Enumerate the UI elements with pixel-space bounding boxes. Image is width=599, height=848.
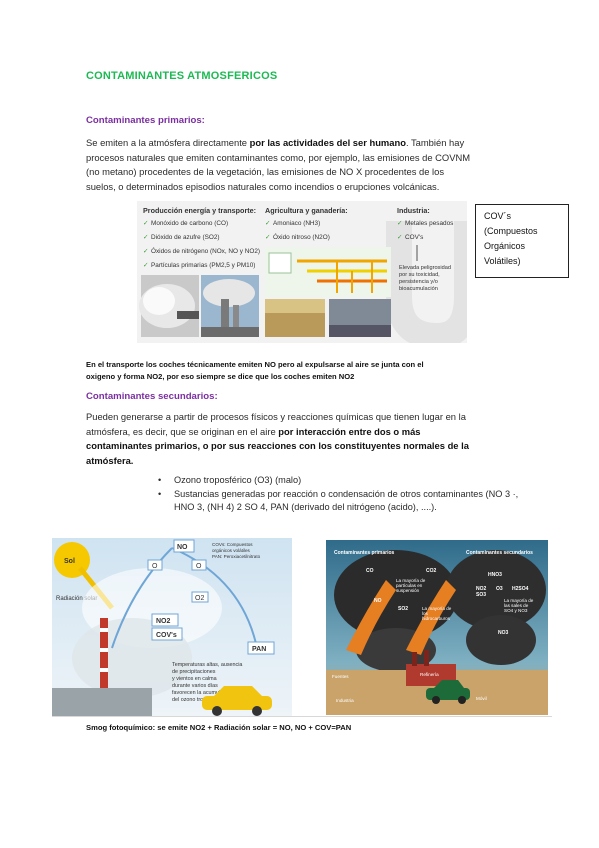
smog-formation-figure: Sol Radiación solar NO O O O2 NO2 COV's … bbox=[52, 538, 292, 716]
svg-text:✓: ✓ bbox=[397, 220, 402, 227]
svg-text:✓: ✓ bbox=[143, 234, 148, 241]
svg-text:H2SO4: H2SO4 bbox=[512, 586, 529, 592]
col1-item: Monóxido de carbono (CO) bbox=[151, 220, 228, 227]
secondary-heading: Contaminantes secundarios: bbox=[86, 391, 218, 402]
svg-text:y vientos en calma: y vientos en calma bbox=[172, 676, 217, 682]
no-label: NO bbox=[177, 544, 188, 551]
svg-text:O2: O2 bbox=[195, 595, 204, 602]
svg-text:NO3: NO3 bbox=[498, 630, 509, 636]
svg-text:✓: ✓ bbox=[265, 220, 270, 227]
svg-text:las sales de: las sales de bbox=[504, 603, 529, 608]
svg-text:SO4 y NO3: SO4 y NO3 bbox=[504, 608, 528, 613]
svg-text:Contaminantes primarios: Contaminantes primarios bbox=[334, 550, 395, 556]
list-item: Ozono troposférico (O3) (malo) bbox=[158, 474, 538, 488]
pollutants-figure: Contaminantes primarios Contaminantes se… bbox=[326, 540, 548, 715]
col3-item: COV's bbox=[405, 234, 423, 241]
svg-text:durante varios días: durante varios días bbox=[172, 683, 218, 689]
col2-item: Óxido nitroso (N2O) bbox=[273, 232, 330, 241]
svg-text:CO: CO bbox=[366, 568, 374, 574]
col2-title: Agricultura y ganadería: bbox=[265, 206, 348, 215]
transport-note: En el transporte los coches técnicamente… bbox=[86, 360, 424, 381]
car-icon bbox=[426, 680, 470, 704]
svg-text:Temperaturas altas, ausencia: Temperaturas altas, ausencia bbox=[172, 662, 242, 668]
primary-line-3: (no metano) procedentes de la vegetación… bbox=[86, 166, 445, 177]
agriculture-diagram bbox=[265, 247, 391, 337]
svg-text:✓: ✓ bbox=[143, 220, 148, 227]
svg-text:NO2: NO2 bbox=[476, 586, 487, 592]
solar-radiation-label: Radiación solar bbox=[56, 596, 97, 602]
secondary-paragraph: Pueden generarse a partir de procesos fí… bbox=[86, 411, 469, 466]
svg-text:La mayoría de: La mayoría de bbox=[396, 578, 426, 583]
primary-sources-figure: Producción energía y transporte: ✓Monóxi… bbox=[137, 201, 467, 343]
svg-text:del ozono troposférico: del ozono troposférico bbox=[172, 697, 225, 703]
svg-text:O: O bbox=[152, 563, 158, 570]
car-icon bbox=[202, 686, 272, 716]
svg-text:Fuentes: Fuentes bbox=[332, 674, 349, 679]
caption-text: Temperaturas altas, ausencia de precipit… bbox=[172, 662, 242, 703]
svg-text:O: O bbox=[196, 563, 202, 570]
svg-text:partículas en: partículas en bbox=[396, 583, 423, 588]
factory-chimney bbox=[52, 618, 152, 716]
svg-text:CO2: CO2 bbox=[426, 568, 437, 574]
primary-line-4: suelos, o determinados episodios natural… bbox=[86, 180, 440, 192]
col1-item: Partículas primarias (PM2,5 y PM10) bbox=[151, 262, 255, 269]
svg-text:✓: ✓ bbox=[397, 234, 402, 241]
svg-text:SO3: SO3 bbox=[476, 592, 486, 598]
svg-text:hidrocarburos: hidrocarburos bbox=[422, 616, 451, 621]
svg-text:por su toxicidad,: por su toxicidad, bbox=[399, 272, 440, 278]
svg-text:favorecen la acumulación: favorecen la acumulación bbox=[172, 690, 233, 696]
col3-title: Industria: bbox=[397, 206, 430, 215]
primary-sources-graphic: Producción energía y transporte: ✓Monóxi… bbox=[137, 201, 467, 343]
svg-text:los: los bbox=[422, 611, 429, 616]
svg-text:de precipitaciones: de precipitaciones bbox=[172, 669, 216, 675]
svg-text:✓: ✓ bbox=[143, 248, 148, 255]
figure-divider bbox=[52, 716, 552, 717]
col1-item: Óxidos de nitrógeno (NOx, NO y NO2) bbox=[151, 246, 260, 255]
page-title: CONTAMINANTES ATMOSFERICOS bbox=[86, 70, 278, 82]
svg-text:bioacumulación: bioacumulación bbox=[399, 286, 438, 292]
industry-note: Elevada peligrosidad por su toxicidad, p… bbox=[399, 245, 451, 292]
svg-text:orgánicos volátiles: orgánicos volátiles bbox=[212, 548, 250, 553]
svg-text:COVs: Compuestos: COVs: Compuestos bbox=[212, 542, 253, 547]
svg-text:Refinería: Refinería bbox=[420, 672, 439, 677]
svg-text:✓: ✓ bbox=[265, 234, 270, 241]
smog-summary-note: Smog fotoquímico: se emite NO2 + Radiaci… bbox=[86, 723, 352, 732]
col1-title: Producción energía y transporte: bbox=[143, 206, 256, 215]
svg-text:SO2: SO2 bbox=[398, 606, 408, 612]
svg-text:Contaminantes secundarios: Contaminantes secundarios bbox=[466, 550, 533, 556]
exhaust-photo bbox=[139, 275, 199, 337]
smog-formation-graphic: Sol Radiación solar NO O O O2 NO2 COV's … bbox=[52, 538, 292, 716]
svg-text:Móvil: Móvil bbox=[476, 696, 487, 701]
chimney-photo bbox=[201, 275, 259, 337]
primary-heading: Contaminantes primarios: bbox=[86, 115, 205, 126]
primary-paragraph: Se emiten a la atmósfera directamente po… bbox=[86, 136, 526, 194]
col1-item: Dióxido de azufre (SO2) bbox=[151, 234, 220, 241]
svg-text:La mayoría de: La mayoría de bbox=[422, 606, 452, 611]
covs-label: COV's bbox=[156, 632, 177, 639]
svg-text:La mayoría de: La mayoría de bbox=[504, 598, 534, 603]
svg-text:Elevada peligrosidad: Elevada peligrosidad bbox=[399, 265, 451, 271]
no2-label: NO2 bbox=[156, 618, 171, 625]
sun-label: Sol bbox=[64, 558, 75, 565]
svg-text:PAN: Peroxiacetilnitrato: PAN: Peroxiacetilnitrato bbox=[212, 554, 261, 559]
svg-text:persistencia y/o: persistencia y/o bbox=[399, 279, 438, 285]
svg-text:suspensión: suspensión bbox=[396, 588, 420, 593]
col2-item: Amoniaco (NH3) bbox=[273, 220, 320, 227]
primary-line-2: procesos naturales que emiten contaminan… bbox=[86, 151, 471, 163]
svg-text:NO: NO bbox=[374, 598, 382, 604]
col3-item: Metales pesados bbox=[405, 220, 453, 227]
svg-text:✓: ✓ bbox=[143, 262, 148, 269]
pan-label: PAN bbox=[252, 646, 266, 653]
cov-definition-box: COV´s (Compuestos Orgánicos Volátiles) bbox=[475, 204, 569, 278]
svg-text:O3: O3 bbox=[496, 586, 503, 592]
svg-text:HNO3: HNO3 bbox=[488, 572, 502, 578]
primary-line-1: Se emiten a la atmósfera directamente po… bbox=[86, 137, 465, 148]
list-item: Sustancias generadas por reacción o cond… bbox=[158, 488, 538, 515]
secondary-bullet-list: Ozono troposférico (O3) (malo) Sustancia… bbox=[158, 474, 538, 515]
svg-text:Industria: Industria bbox=[336, 698, 354, 703]
pollutants-graphic: Contaminantes primarios Contaminantes se… bbox=[326, 540, 548, 715]
